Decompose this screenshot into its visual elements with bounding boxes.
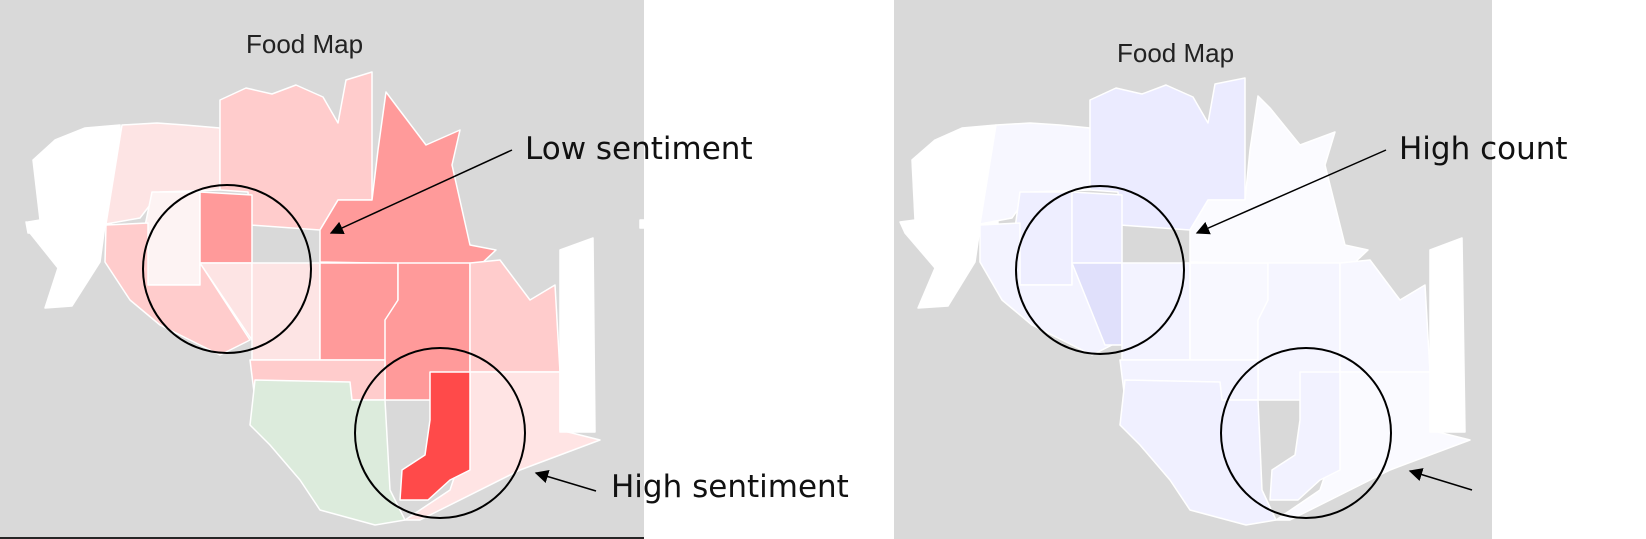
map-region-high-sentiment[interactable] (399, 371, 471, 501)
map-region-northeast[interactable] (1189, 95, 1369, 266)
map-region-northeast[interactable] (319, 91, 497, 266)
map-region-far-east[interactable] (1339, 259, 1431, 373)
map-region-count-north[interactable] (1071, 191, 1123, 264)
map-region-count-southeast[interactable] (1269, 371, 1341, 501)
map-region-green-south[interactable] (249, 379, 406, 526)
map-region-far-east[interactable] (469, 259, 561, 373)
annotation-arrow (534, 470, 597, 492)
map-region-east-central[interactable] (1121, 262, 1191, 361)
highlight-circle (142, 184, 312, 354)
map-region-east-strip[interactable] (559, 237, 596, 433)
map-title: Food Map (1117, 38, 1235, 68)
high-count-label: High count (1399, 131, 1568, 167)
map-region-pink-west[interactable] (104, 222, 251, 356)
high-sentiment-label: High sentiment (611, 469, 849, 505)
highlight-circle (1220, 347, 1392, 519)
map-region-west-tip[interactable] (25, 221, 61, 234)
annotation-arrow (1195, 149, 1387, 235)
map-region-pale-north[interactable] (1011, 191, 1073, 286)
low-sentiment-label: Low sentiment (525, 131, 753, 167)
map-region-mid[interactable] (1189, 262, 1269, 361)
map-region-red-north[interactable] (199, 191, 253, 264)
highlight-circle (354, 347, 526, 519)
map-region-west-corner[interactable] (639, 219, 645, 229)
annotation-arrow (329, 149, 513, 235)
panel-underline (0, 537, 644, 539)
sentiment-map (25, 71, 645, 526)
map-region-northwest-peninsula[interactable] (899, 124, 999, 309)
annotation-arrow (1408, 468, 1473, 491)
count-map (899, 77, 1471, 526)
map-title: Food Map (246, 29, 364, 59)
map-region-east-strip[interactable] (1429, 237, 1466, 433)
map-region-south[interactable] (1119, 379, 1277, 526)
highlight-circle (1015, 185, 1185, 355)
